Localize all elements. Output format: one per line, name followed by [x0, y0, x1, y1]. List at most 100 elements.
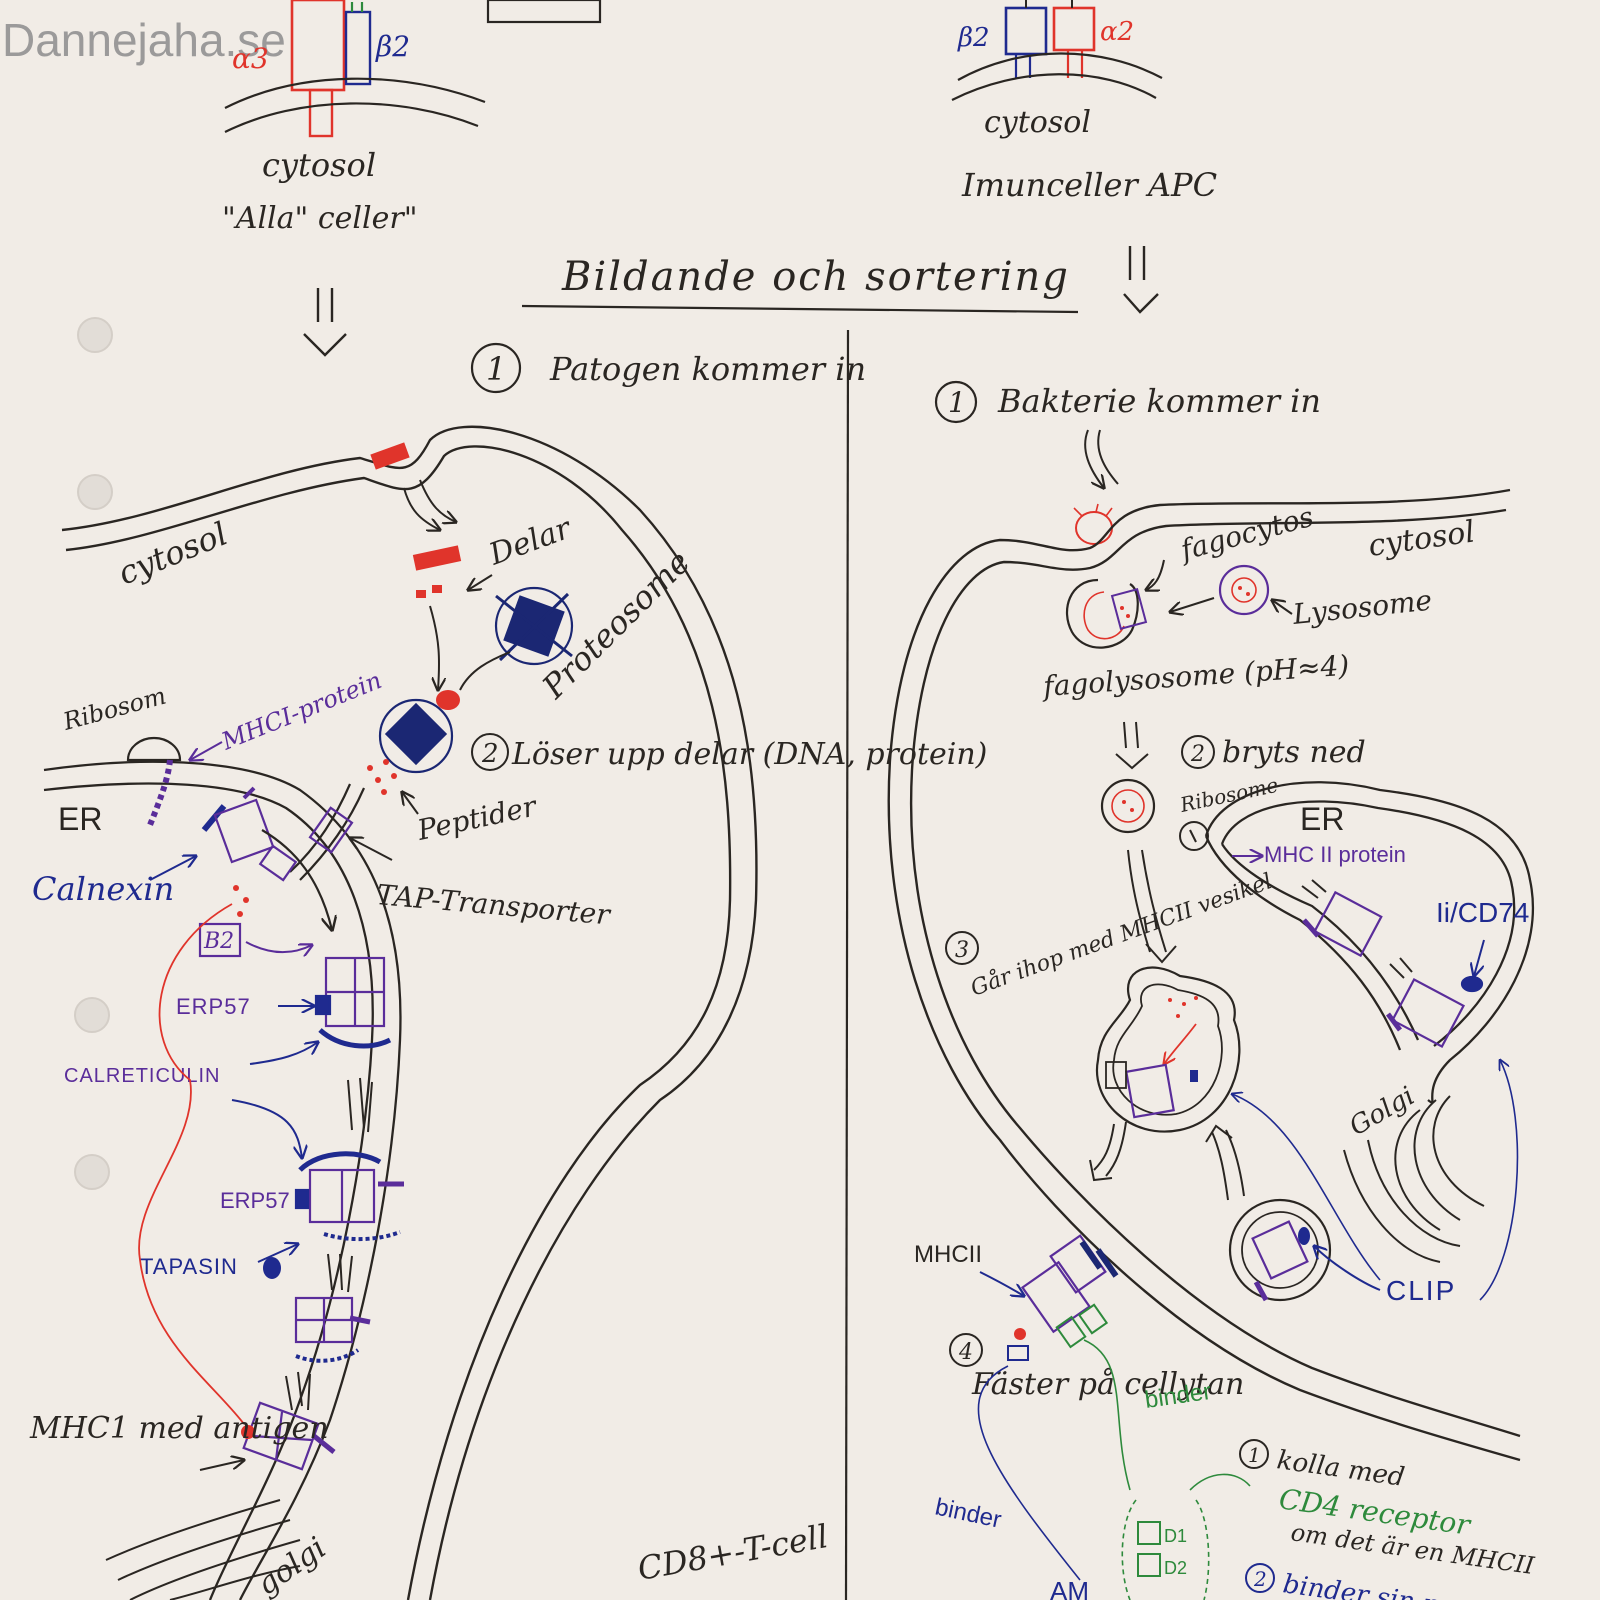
step2-label-left: Löser upp delar (DNA, protein) — [511, 737, 987, 772]
pathogen-entering — [370, 442, 410, 470]
note1-number — [1239, 1439, 1269, 1469]
left-cell-membrane — [61, 425, 758, 1600]
ii-cd74-label: Ii/CD74 — [1436, 897, 1529, 928]
mhc2-label: MHCII — [914, 1241, 982, 1268]
er-label-left: ER — [58, 801, 102, 837]
clip-arrow-to-fusion — [1232, 1094, 1381, 1281]
breakdown-arrows — [1115, 721, 1149, 770]
vesicle-path-arrows — [1127, 849, 1177, 964]
step3-label-right: Går ihop med MHCII vesikel — [967, 867, 1276, 1001]
flow-arrows-er-2 — [327, 1253, 353, 1293]
fagocytos-arrow — [1146, 559, 1165, 590]
alpha2-label: α2 — [1100, 17, 1134, 47]
fagocytos-label: fagocytos — [1175, 500, 1317, 568]
mhc1-protein-label: MHCI-protein — [217, 666, 386, 756]
flow-arrows-er-3 — [285, 1371, 311, 1411]
calnexin-flow-arrow — [261, 829, 332, 930]
tap-transporter — [258, 783, 366, 882]
tapasin-blob — [263, 1257, 281, 1279]
step4-number-right — [949, 1333, 983, 1367]
d2-label: D2 — [1164, 1558, 1187, 1578]
note3-number-text: 2 — [1253, 1567, 1267, 1591]
lysosome — [1218, 564, 1270, 616]
left-golgi — [105, 1499, 301, 1600]
immune-cells-caption: Imunceller APC — [961, 166, 1217, 204]
implies-arrow-left — [303, 288, 347, 357]
cytosol-label-topleft: cytosol — [262, 146, 376, 184]
binder-label-blue: binder — [933, 1493, 1004, 1533]
watermark-text: Dannejaha.se — [2, 14, 286, 66]
antigen-red-path — [138, 903, 245, 1425]
lysosome-label: Lysosome — [1290, 584, 1433, 632]
column-divider — [844, 329, 850, 1600]
delar-arrow — [468, 574, 493, 590]
step1-number-left-text: 1 — [486, 350, 506, 388]
proteasome-link — [459, 651, 511, 691]
peptider-label: Peptider — [414, 789, 541, 847]
step1-number-left — [470, 342, 522, 394]
b2-arrow — [245, 941, 312, 952]
erp57-complex-1 — [314, 956, 392, 1049]
ribosome-label-right: Ribosome — [1177, 773, 1280, 817]
page-title: Bildande och sortering — [561, 254, 1070, 300]
peptider-arrow — [402, 792, 419, 815]
b2-label: B2 — [203, 929, 234, 954]
entry-arrows — [403, 479, 456, 530]
calreticulin-arrow — [249, 1042, 318, 1065]
left-er-membrane — [43, 760, 402, 1600]
cd4-receptor — [1121, 1473, 1251, 1600]
ii-cd74-arrow — [1474, 939, 1485, 976]
binder-green-line — [1083, 1339, 1131, 1491]
binder-holes — [74, 317, 113, 1190]
golgi-label-left: golgi — [251, 1530, 333, 1600]
step2-number-left-text: 2 — [481, 739, 499, 769]
tap-arrow — [350, 838, 393, 861]
clip-arrow-to-er — [1479, 1060, 1519, 1301]
mhc1-structure — [224, 0, 602, 138]
ribosome-right — [1179, 821, 1209, 851]
right-golgi — [1343, 1095, 1485, 1263]
clip-label: CLIP — [1386, 1275, 1456, 1306]
erp57-label-1: ERP57 — [176, 994, 251, 1019]
mhc2-arrow — [979, 1271, 1024, 1296]
note1-number-text: 1 — [1248, 1443, 1261, 1467]
pathogen-pieces — [412, 545, 462, 598]
beta2-label-left: β2 — [375, 30, 410, 63]
calreticulin-label: CALRETICULIN — [64, 1065, 220, 1087]
tapasin-arrow — [257, 1244, 298, 1263]
erp57-complex-2 — [294, 1151, 404, 1242]
tcr-label: AM — [1050, 1576, 1089, 1600]
er-flow-arrows-right — [1301, 879, 1413, 979]
mhc2-er-complex-2 — [1386, 975, 1484, 1048]
fagolysosome-label: fagolysosome (pH≈4) — [1040, 649, 1350, 703]
step3-number-right — [945, 931, 979, 965]
bacterium — [1073, 503, 1113, 545]
mhc2-er-complex-1 — [1302, 890, 1383, 958]
er-label-right: ER — [1300, 801, 1344, 837]
mhc1-complex-3 — [294, 1296, 371, 1363]
ribosom-label: Ribosom — [59, 682, 169, 737]
red-peptide-dots-er — [233, 885, 249, 917]
mhc1-protein-arrow — [190, 741, 223, 760]
erp57-label-2: ERP57 — [220, 1188, 290, 1213]
step1-number-right-text: 1 — [948, 386, 966, 419]
fusion-out-arrows — [1089, 1121, 1127, 1182]
delar-label: Delar — [484, 510, 577, 572]
step3-number-right-text: 3 — [955, 938, 969, 963]
clip-vesicle-up-arrows — [1205, 1124, 1245, 1201]
pieces-to-proteasome — [429, 605, 439, 690]
peptide-dots — [367, 759, 397, 795]
bacteria-entry-arrows — [1084, 429, 1119, 488]
step2-label-left-text: Löser upp delar (DNA, protein) — [511, 737, 987, 772]
step1-label-left: Patogen kommer in — [549, 350, 866, 388]
calnexin-complex — [201, 786, 275, 864]
cd8-label: CD8+-T-cell — [635, 1517, 831, 1588]
step4-label-right-text: Fäster på cellytan — [971, 1367, 1244, 1402]
step3-label-right-text: Går ihop med MHCII vesikel — [967, 867, 1276, 1001]
calnexin-arrow — [149, 856, 196, 881]
proteasome-1 — [494, 586, 574, 666]
fusion-vesicle — [1095, 966, 1241, 1133]
alpha3-label: α3 — [232, 42, 269, 75]
